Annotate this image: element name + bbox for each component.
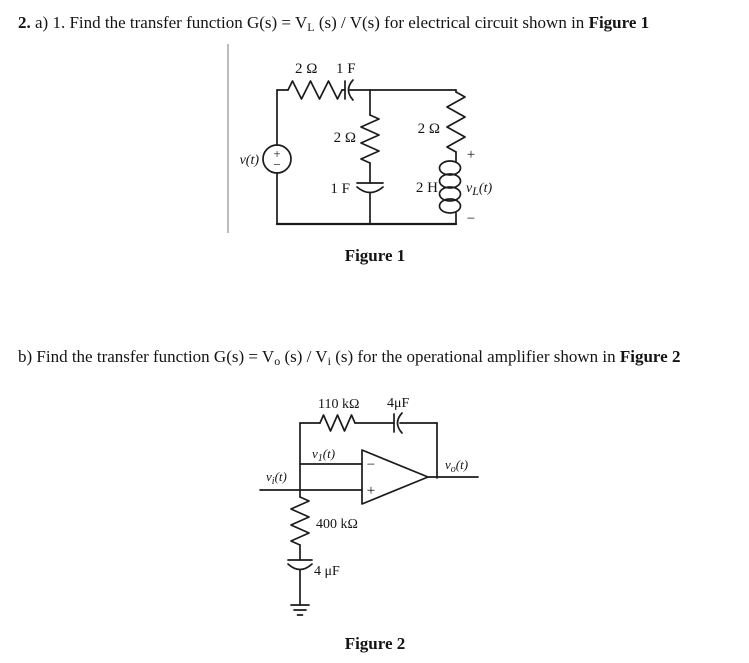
minus-sign: − [273, 157, 280, 172]
resistor-shunt-zigzag [360, 114, 380, 164]
figure1-circuit-diagram: + − 2 Ω 1 F 2 Ω 1 F 2 Ω 2 H v(t) + − vL(… [227, 44, 492, 233]
capacitor-plate-curved [287, 563, 313, 571]
figure2-circuit-diagram: − + 110 kΩ 4μF 400 kΩ 4 μF v1(t) vi(t) v… [259, 396, 479, 616]
label-resistor-series: 2 Ω [295, 61, 317, 77]
opamp-inverting-sign: − [367, 457, 375, 473]
resistor-series-zigzag [287, 80, 343, 100]
figure1-caption: Figure 1 [344, 246, 406, 265]
output-minus-sign: − [467, 211, 475, 227]
figure1-wires [275, 89, 458, 226]
label-capacitor-input: 4 μF [314, 564, 340, 579]
label-source-voltage: v(t) [240, 153, 260, 168]
inductor-coil [438, 160, 462, 214]
label-v1-voltage: v1(t) [312, 446, 335, 464]
problem-number: 2. [18, 13, 31, 32]
label-capacitor-feedback: 4μF [387, 396, 410, 411]
figure2-caption: Figure 2 [344, 634, 406, 653]
capacitor-plate-curved [356, 186, 384, 194]
figure2-wires [259, 422, 479, 606]
voltage-source: + − [262, 144, 292, 174]
label-resistor-load: 2 Ω [418, 121, 440, 137]
resistor-input-zigzag [290, 496, 310, 546]
label-vi-voltage: vi(t) [266, 469, 287, 487]
opamp: − + [361, 449, 429, 505]
problem-b-text-1: b) Find the transfer function G(s) = V [18, 347, 275, 366]
capacitor-input [287, 559, 313, 571]
output-plus-sign: + [467, 147, 475, 163]
label-resistor-feedback: 110 kΩ [318, 397, 359, 412]
capacitor-series [344, 79, 354, 101]
plus-sign: + [273, 146, 280, 161]
capacitor-shunt [356, 182, 384, 194]
ground-symbol [290, 604, 310, 616]
label-capacitor-shunt: 1 F [330, 181, 350, 197]
capacitor-feedback [393, 412, 403, 434]
figure2-reference: Figure 2 [619, 347, 681, 366]
label-output-voltage: vL(t) [466, 181, 492, 198]
inductor-loop [438, 198, 462, 214]
inductor-loop [438, 186, 462, 202]
label-inductor-load: 2 H [416, 180, 438, 196]
label-capacitor-series: 1 F [336, 61, 356, 77]
problem-b-text-2: (s) / V [280, 347, 328, 366]
subscript-o: o [274, 354, 281, 368]
problem-a-text-2: (s) / V(s) for electrical circuit shown … [314, 13, 589, 32]
label-resistor-shunt: 2 Ω [334, 130, 356, 146]
capacitor-plate-curved [347, 79, 354, 101]
problem-b-text-3: (s) for the operational amplifier shown … [330, 347, 620, 366]
label-vo-voltage: vo(t) [445, 457, 468, 475]
problem-b-statement: b) Find the transfer function G(s) = Vo … [18, 346, 680, 369]
problem-a-statement: 2. a) 1. Find the transfer function G(s)… [18, 12, 649, 35]
inductor-loop [438, 173, 462, 189]
resistor-load-zigzag [446, 91, 466, 153]
subscript-L: L [307, 20, 315, 34]
label-resistor-input: 400 kΩ [316, 517, 358, 532]
problem-a-text-1: a) 1. Find the transfer function G(s) = … [30, 13, 308, 32]
resistor-feedback-zigzag [319, 414, 356, 432]
opamp-triangle [361, 449, 429, 505]
opamp-noninverting-sign: + [367, 483, 375, 499]
capacitor-plate-curved [396, 412, 403, 434]
subscript-i: i [327, 354, 331, 368]
figure1-reference: Figure 1 [588, 13, 650, 32]
inductor-loop [438, 160, 462, 176]
voltage-source-circle [262, 144, 292, 174]
